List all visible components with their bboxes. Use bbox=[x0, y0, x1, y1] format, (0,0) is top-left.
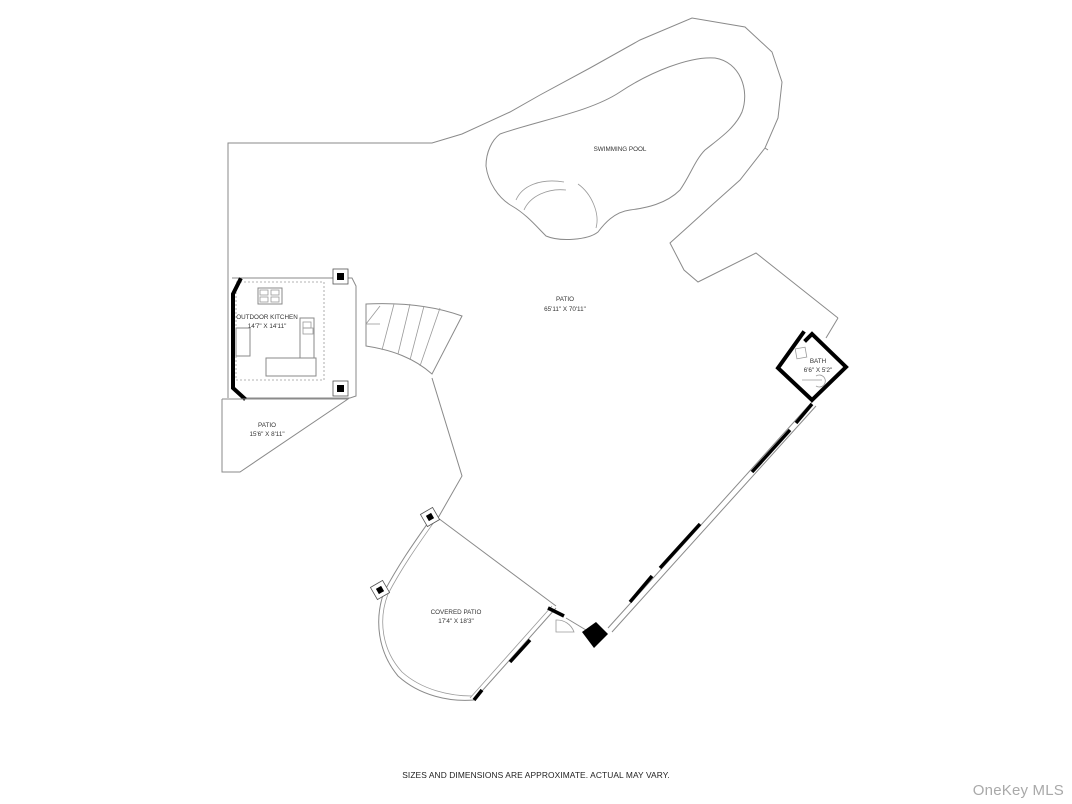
swimming-pool-label: SWIMMING POOL bbox=[594, 146, 647, 153]
patio-main-dims: 65'11" X 70'11" bbox=[544, 306, 586, 313]
outdoor-kitchen bbox=[227, 268, 357, 401]
bath bbox=[775, 330, 849, 403]
outdoor-kitchen-label: OUTDOOR KITCHEN bbox=[236, 314, 298, 321]
covered-patio-label: COVERED PATIO bbox=[431, 609, 482, 616]
right-wall bbox=[582, 402, 814, 648]
swimming-pool-shape bbox=[485, 57, 746, 240]
disclaimer-text: SIZES AND DIMENSIONS ARE APPROXIMATE. AC… bbox=[402, 770, 670, 780]
patio-small-dims: 15'6" X 8'11" bbox=[249, 431, 284, 438]
patio-small-label: PATIO bbox=[258, 422, 276, 429]
outdoor-kitchen-dims: 14'7" X 14'11" bbox=[248, 323, 287, 330]
stairs bbox=[365, 303, 463, 375]
patio-main-label: PATIO bbox=[556, 296, 574, 303]
bath-label: BATH bbox=[810, 358, 827, 365]
mls-watermark: OneKey MLS bbox=[972, 782, 1064, 799]
patio-outline bbox=[227, 17, 839, 637]
covered-patio-dims: 17'4" X 18'3" bbox=[438, 618, 474, 625]
covered-patio bbox=[369, 506, 575, 702]
bath-dims: 6'6" X 5'2" bbox=[804, 367, 833, 374]
small-patio-outline bbox=[221, 398, 350, 473]
